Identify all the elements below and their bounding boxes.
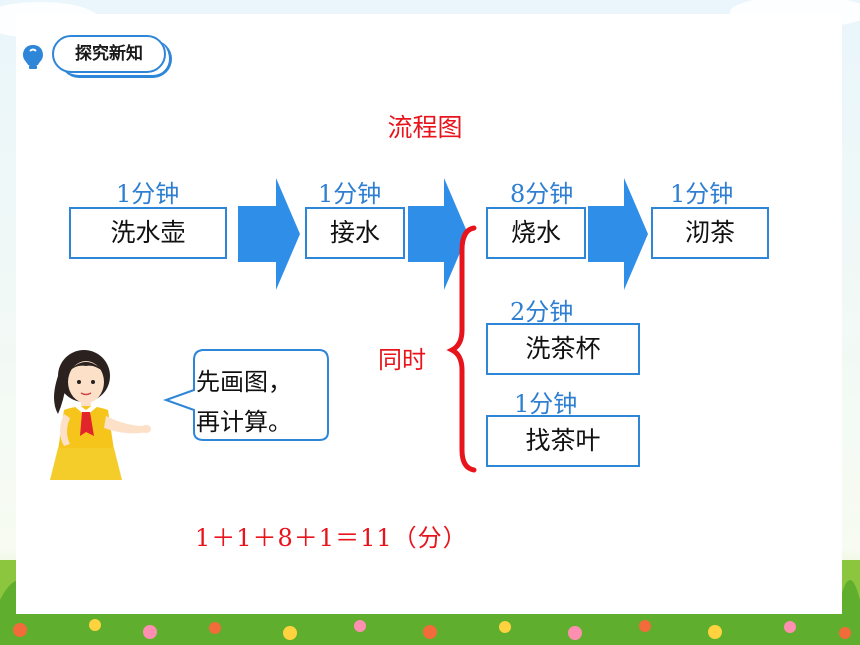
step-duration: 1分钟 [514, 390, 578, 418]
step-duration: 1分钟 [116, 180, 180, 208]
girl-illustration [50, 349, 329, 480]
step-box-find-tea-leaves: 找茶叶 [486, 415, 640, 467]
speech-line-1: 先画图， [196, 368, 292, 396]
flow-arrow-1 [238, 178, 300, 290]
step-duration: 1分钟 [318, 180, 382, 208]
flow-arrow-3 [588, 178, 648, 290]
step-duration: 1分钟 [670, 180, 734, 208]
section-tag: 探究新知 [52, 35, 166, 73]
step-box-make-tea: 沏茶 [651, 207, 769, 259]
speech-bubble-text: 先画图， 再计算。 [196, 362, 336, 442]
speech-line-2: 再计算。 [196, 408, 292, 436]
same-time-brace [446, 225, 477, 473]
speech-bubble [163, 349, 329, 441]
tag-shadow [60, 40, 172, 78]
flow-arrow-2 [408, 178, 468, 290]
slide-content-area [16, 14, 842, 614]
diagram-title: 流程图 [387, 113, 463, 142]
step-box-boil-water: 烧水 [486, 207, 586, 259]
step-box-wash-kettle: 洗水壶 [69, 207, 227, 259]
step-duration: 2分钟 [510, 298, 574, 326]
step-duration: 8分钟 [510, 180, 574, 208]
step-box-get-water: 接水 [305, 207, 405, 259]
flower-decoration [13, 619, 851, 640]
same-time-label: 同时 [378, 346, 426, 374]
step-box-wash-cups: 洗茶杯 [486, 323, 640, 375]
bulb-icon [23, 45, 43, 69]
total-time-formula: 1＋1＋8＋1＝11（分） [195, 524, 468, 552]
